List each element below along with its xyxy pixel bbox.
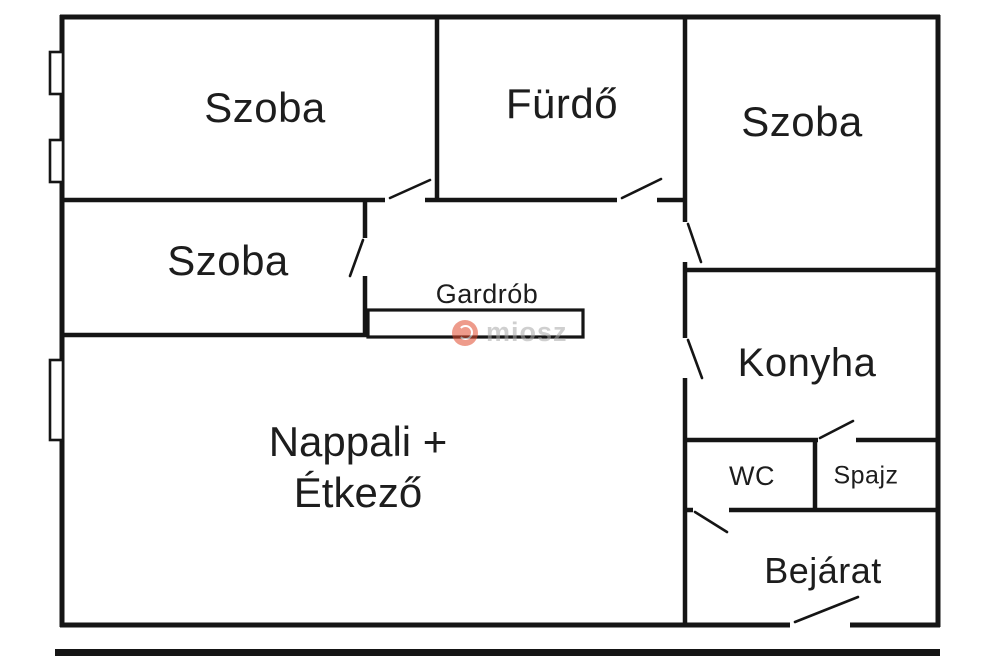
door-szoba-mid-left xyxy=(348,238,365,278)
room-label-szoba-top-left: Szoba xyxy=(204,83,326,131)
door-szoba-top-right xyxy=(686,222,703,264)
room-label-szoba-top-right: Szoba xyxy=(741,97,863,145)
room-label-spajz: Spajz xyxy=(833,461,899,490)
room-label-furdo: Fürdő xyxy=(505,79,619,127)
nappali-label-line1: Nappali + xyxy=(268,417,448,465)
watermark: miosz xyxy=(452,317,568,348)
nappali-label-line2: Étkező xyxy=(293,469,423,516)
room-label-wc: WC xyxy=(729,461,775,492)
outer-walls xyxy=(59,14,941,628)
door-wc xyxy=(693,510,729,534)
watermark-text: miosz xyxy=(486,317,568,347)
door-swings xyxy=(348,177,860,624)
door-spajz xyxy=(818,419,855,440)
door-furdo xyxy=(620,177,663,200)
door-bejarat-entrance xyxy=(793,595,860,624)
room-label-szoba-mid-left: Szoba xyxy=(167,236,289,284)
window-icon xyxy=(48,50,65,96)
room-label-nappali-etkezo: Nappali + Étkező xyxy=(269,416,448,518)
interior-walls xyxy=(60,15,940,625)
door-szoba-top-left xyxy=(388,178,432,200)
room-label-konyha: Konyha xyxy=(737,341,877,385)
watermark-logo-icon xyxy=(452,319,478,346)
room-label-bejarat: Bejárat xyxy=(764,550,882,592)
room-label-gardrob: Gardrób xyxy=(435,279,539,310)
bottom-border-line xyxy=(55,649,940,656)
window-symbols xyxy=(48,50,65,442)
window-icon xyxy=(48,138,65,184)
door-konyha xyxy=(686,338,704,380)
window-icon xyxy=(48,358,65,442)
